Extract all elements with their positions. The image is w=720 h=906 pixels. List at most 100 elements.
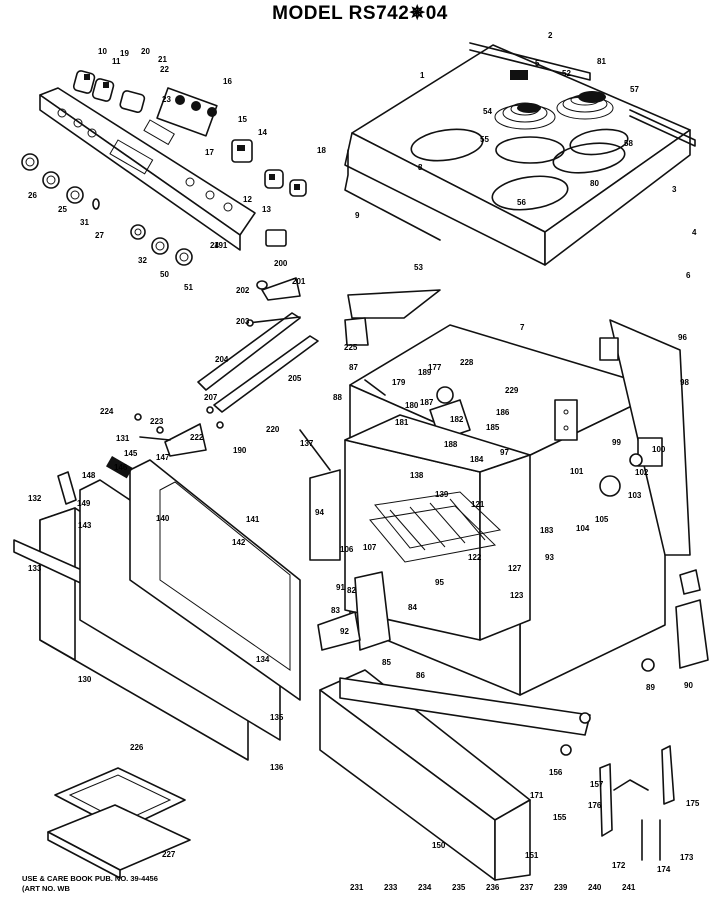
part-label-122: 122 (468, 553, 482, 562)
part-label-130: 130 (78, 675, 92, 684)
part-label-224: 224 (100, 407, 114, 416)
part-label-155: 155 (553, 813, 567, 822)
part-label-175: 175 (686, 799, 700, 808)
part-label-181: 181 (395, 418, 409, 427)
part-label-203: 203 (236, 317, 250, 326)
part-label-26: 26 (28, 191, 37, 200)
part-label-233: 233 (384, 883, 398, 892)
part-label-148: 148 (82, 471, 96, 480)
part-label-176: 176 (588, 801, 602, 810)
part-label-200: 200 (274, 259, 288, 268)
oven-liner (299, 414, 531, 651)
part-label-100: 100 (652, 445, 666, 454)
part-label-207: 207 (204, 393, 218, 402)
part-label-99: 99 (612, 438, 621, 447)
part-label-94: 94 (315, 508, 324, 517)
part-label-201: 201 (292, 277, 306, 286)
part-label-139: 139 (435, 490, 449, 499)
part-label-102: 102 (635, 468, 649, 477)
cooktop-assembly (344, 42, 696, 266)
part-label-52: 52 (562, 69, 571, 78)
part-label-58: 58 (624, 139, 633, 148)
part-label-202: 202 (236, 286, 250, 295)
part-label-137: 137 (300, 439, 314, 448)
control-panel (39, 87, 256, 251)
part-label-85: 85 (382, 658, 391, 667)
part-label-89: 89 (646, 683, 655, 692)
part-label-179: 179 (392, 378, 406, 387)
part-label-229: 229 (505, 386, 519, 395)
part-label-222: 222 (190, 433, 204, 442)
footer-line-2: (ART NO. WB (22, 884, 70, 893)
part-label-31: 31 (80, 218, 89, 227)
part-label-21: 21 (158, 55, 167, 64)
part-label-18: 18 (317, 146, 326, 155)
part-label-55: 55 (480, 135, 489, 144)
part-label-172: 172 (612, 861, 626, 870)
publication-note: USE & CARE BOOK PUB. NO. 39-4456 (ART NO… (22, 874, 158, 894)
part-label-156: 156 (549, 768, 563, 777)
hinge-parts (599, 569, 709, 861)
part-label-8: 8 (418, 163, 423, 172)
part-label-91: 91 (336, 583, 345, 592)
part-label-11: 11 (112, 57, 121, 66)
part-label-7: 7 (520, 323, 525, 332)
part-label-151: 151 (525, 851, 539, 860)
part-label-4: 4 (692, 228, 697, 237)
part-label-1: 1 (420, 71, 425, 80)
part-label-56: 56 (517, 198, 526, 207)
part-label-16: 16 (223, 77, 232, 86)
part-label-101: 101 (570, 467, 584, 476)
part-label-83: 83 (331, 606, 340, 615)
rail-assembly (134, 289, 441, 457)
part-label-27: 27 (95, 231, 104, 240)
part-label-51: 51 (184, 283, 193, 292)
part-label-171: 171 (530, 791, 544, 800)
part-label-188: 188 (444, 440, 458, 449)
part-label-105: 105 (595, 515, 609, 524)
part-label-234: 234 (418, 883, 432, 892)
part-label-223: 223 (150, 417, 164, 426)
part-label-239: 239 (554, 883, 568, 892)
part-label-143: 143 (78, 521, 92, 530)
part-label-106: 106 (340, 545, 354, 554)
part-label-96: 96 (678, 333, 687, 342)
part-label-226: 226 (130, 743, 144, 752)
part-label-142: 142 (232, 538, 246, 547)
part-label-185: 185 (486, 423, 500, 432)
part-label-53: 53 (414, 263, 423, 272)
part-label-90: 90 (684, 681, 693, 690)
part-label-149: 149 (77, 499, 91, 508)
part-label-127: 127 (508, 564, 522, 573)
part-label-205: 205 (288, 374, 302, 383)
part-label-228: 228 (460, 358, 474, 367)
part-label-132: 132 (28, 494, 42, 503)
part-label-54: 54 (483, 107, 492, 116)
part-label-147: 147 (156, 453, 170, 462)
part-label-133: 133 (28, 564, 42, 573)
part-label-82: 82 (347, 586, 356, 595)
part-label-81: 81 (597, 57, 606, 66)
part-label-80: 80 (590, 179, 599, 188)
diagram-title: MODEL RS742✵04 (272, 3, 448, 24)
part-label-150: 150 (432, 841, 446, 850)
part-label-180: 180 (405, 401, 419, 410)
part-label-25: 25 (58, 205, 67, 214)
part-label-186: 186 (496, 408, 510, 417)
part-label-98: 98 (680, 378, 689, 387)
part-label-9: 9 (355, 211, 360, 220)
part-label-135: 135 (270, 713, 284, 722)
part-label-57: 57 (630, 85, 639, 94)
part-label-145: 145 (124, 449, 138, 458)
part-label-227: 227 (162, 850, 176, 859)
part-label-237: 237 (520, 883, 534, 892)
part-label-22: 22 (160, 65, 169, 74)
part-label-235: 235 (452, 883, 466, 892)
footer-line-1: USE & CARE BOOK PUB. NO. 39-4456 (22, 874, 158, 883)
part-label-204: 204 (215, 355, 229, 364)
control-knobs (21, 70, 307, 301)
part-label-3: 3 (672, 185, 677, 194)
part-label-173: 173 (680, 853, 694, 862)
part-label-86: 86 (416, 671, 425, 680)
